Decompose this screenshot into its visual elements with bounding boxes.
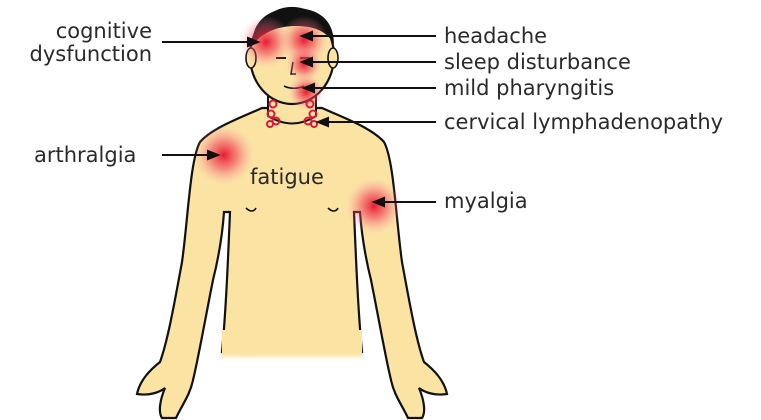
label-cognitive-line2: dysfunction — [0, 43, 152, 65]
label-arthralgia: arthralgia — [34, 144, 136, 166]
torso-fade — [222, 330, 362, 360]
ear-right — [328, 48, 338, 68]
label-fatigue: fatigue — [250, 166, 324, 188]
label-sleep-disturbance: sleep disturbance — [444, 51, 631, 73]
label-headache: headache — [444, 25, 547, 47]
label-cognitive-line1: cognitive — [14, 20, 152, 42]
label-cervical-lymphadenopathy: cervical lymphadenopathy — [444, 111, 723, 133]
label-mild-pharyngitis: mild pharyngitis — [444, 77, 614, 99]
label-myalgia: myalgia — [444, 190, 528, 212]
myalgia-glow — [346, 178, 402, 234]
